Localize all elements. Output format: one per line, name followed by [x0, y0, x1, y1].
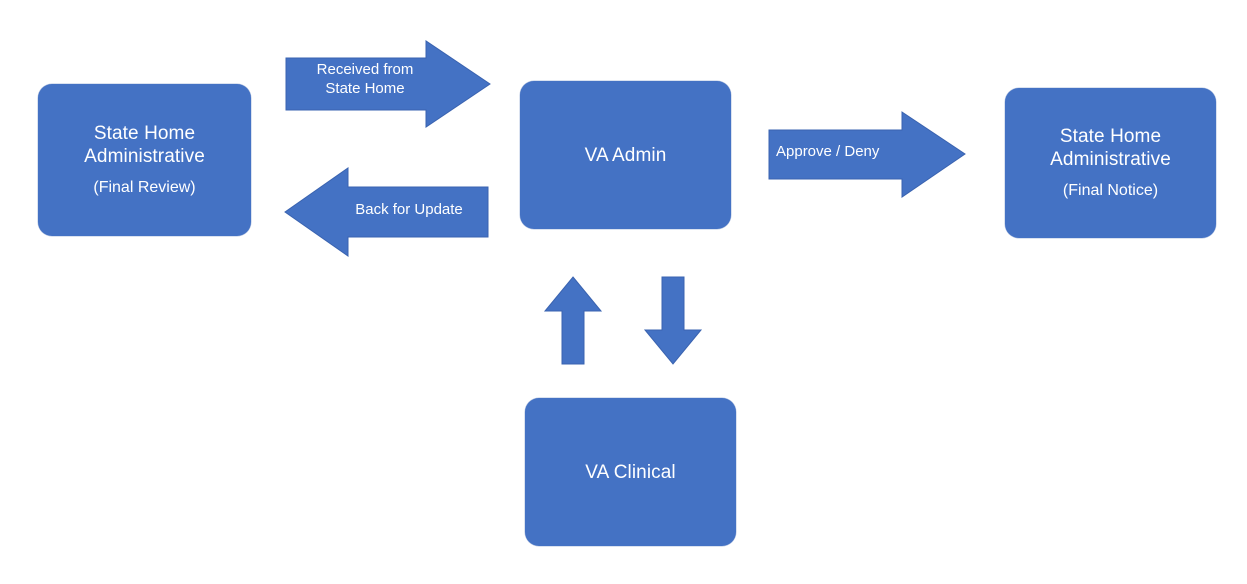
node-state-home-administrative-final-review[interactable]: State Home Administrative (Final Review) [38, 84, 251, 236]
arrow-back-for-update [284, 167, 489, 257]
right-arrow-icon [285, 40, 491, 128]
left-arrow-icon [284, 167, 489, 257]
node-subtitle: (Final Notice) [1062, 182, 1159, 199]
node-state-home-administrative-final-notice[interactable]: State Home Administrative (Final Notice) [1005, 88, 1216, 238]
node-title: State Home Administrative [1050, 126, 1171, 170]
node-title: VA Admin [584, 144, 667, 166]
right-arrow-icon [768, 111, 966, 198]
arrow-admin-to-clinical [643, 276, 703, 365]
node-title: State Home Administrative [84, 123, 205, 167]
node-subtitle: (Final Review) [93, 179, 196, 196]
down-arrow-icon [643, 276, 703, 365]
arrow-clinical-to-admin [543, 276, 603, 365]
node-va-clinical[interactable]: VA Clinical [525, 398, 736, 546]
arrow-received-from-state-home [285, 40, 491, 128]
arrow-approve-deny [768, 111, 966, 198]
node-title: VA Clinical [585, 461, 676, 483]
node-va-admin[interactable]: VA Admin [520, 81, 731, 229]
up-arrow-icon [543, 276, 603, 365]
